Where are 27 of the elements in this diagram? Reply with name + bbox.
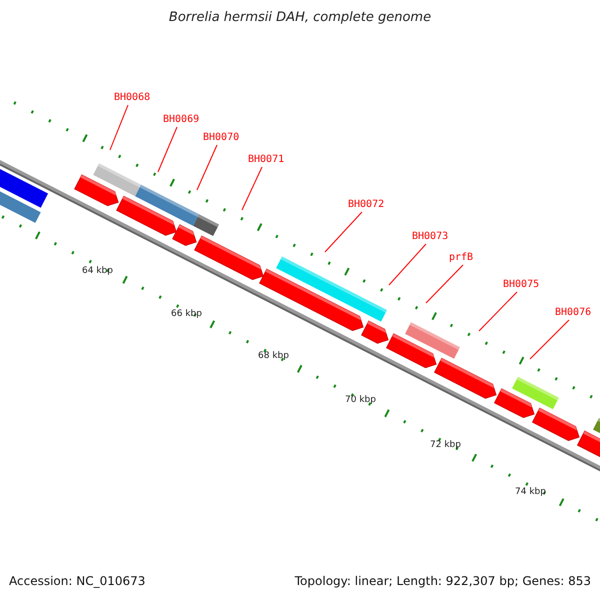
leader-line: [242, 166, 262, 210]
gene-label: BH0068: [114, 92, 150, 103]
footer-text: Topology: linear; Length: 922,307 bp; Genes: 853: [294, 574, 591, 588]
gene-label: BH0069: [163, 114, 200, 125]
leader-line: [324, 212, 362, 252]
scale-label: 66 kbp: [171, 309, 202, 319]
gene-label: BH0072: [348, 199, 384, 210]
leader-line: [388, 244, 426, 286]
leader-line: [530, 320, 570, 360]
scale-label: 64 kbp: [82, 266, 113, 276]
leader-line: [110, 104, 128, 150]
gene-label: BH0075: [503, 279, 540, 290]
leader-line: [196, 144, 218, 190]
gene-label: prfB: [449, 252, 474, 263]
footer-text: Accession: NC_010673: [9, 574, 146, 588]
leader-line: [426, 264, 464, 304]
leader-line: [158, 126, 178, 172]
scale-label: 70 kbp: [345, 395, 376, 405]
leader-line: [478, 292, 518, 332]
gene-label: BH0076: [555, 307, 592, 318]
scale-label: 74 kbp: [515, 487, 546, 497]
gene-label: BH0070: [203, 132, 240, 143]
gene-label: BH0073: [412, 231, 448, 242]
scale-label: 72 kbp: [430, 440, 461, 450]
scale-label: 68 kbp: [258, 351, 289, 361]
title: Borrelia hermsii DAH, complete genome: [168, 10, 432, 25]
gene-label: BH0071: [248, 154, 284, 165]
